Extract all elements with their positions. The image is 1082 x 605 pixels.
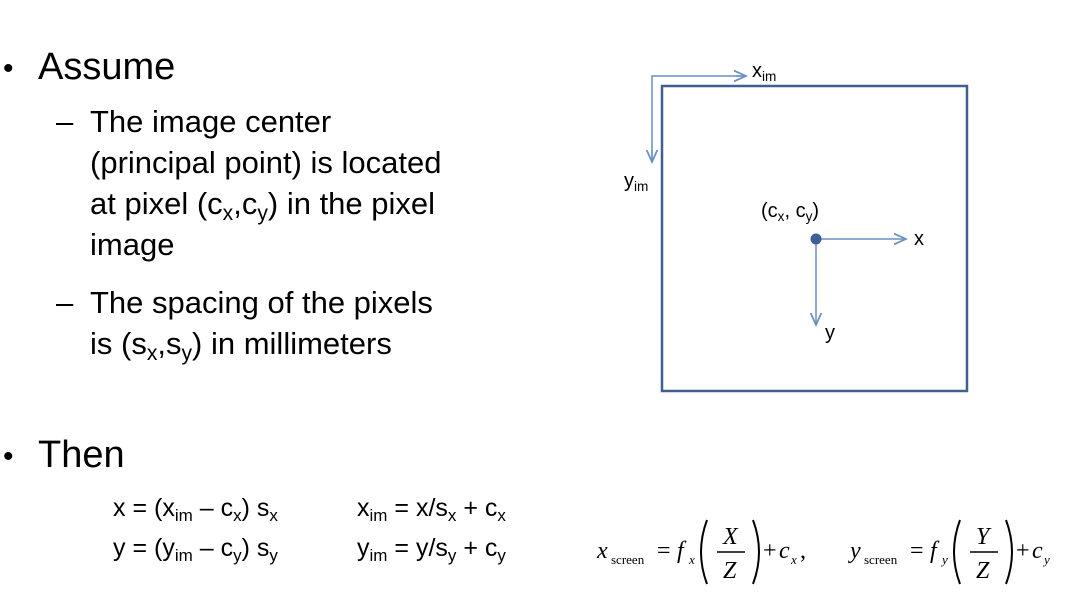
- x-screen-c-sub: x: [790, 552, 797, 567]
- equation-x-im: xim = x/sx + cx: [357, 494, 506, 525]
- x-screen-sub: screen: [611, 552, 645, 567]
- bullet-dot: •: [3, 52, 14, 85]
- principal-point-label: (cx, cy): [761, 200, 820, 224]
- item2-line1: The spacing of the pixels: [90, 285, 433, 320]
- x-screen-den: Z: [723, 558, 737, 584]
- y-axis-label: y: [825, 322, 835, 344]
- y-screen-sub: screen: [864, 552, 898, 567]
- y-screen-var: y: [848, 538, 861, 564]
- svg-text:=: =: [657, 538, 671, 564]
- y-screen-num: Y: [976, 524, 992, 550]
- dash: –: [56, 285, 74, 320]
- x-im-axis-arrow: [651, 75, 745, 160]
- equation-y: y = (yim – cy) sy: [113, 534, 278, 565]
- equation-y-im: yim = y/sy + cy: [357, 534, 506, 565]
- bullet-dot: •: [3, 440, 14, 473]
- equation-y-screen: y screen = f y Y Z + c y: [848, 519, 1050, 585]
- x-screen-f-sub: x: [688, 552, 695, 567]
- y-screen-f-sub: y: [940, 552, 948, 567]
- assume-item-2: – The spacing of the pixels is (sx,sy) i…: [56, 282, 576, 364]
- assume-item-1: – The image center (principal point) is …: [56, 101, 576, 265]
- y-screen-den: Z: [976, 558, 990, 584]
- x-screen-f: f: [677, 538, 687, 564]
- x-screen-var: x: [596, 538, 608, 564]
- equation-x: x = (xim – cx) sx: [113, 494, 278, 525]
- equation-x-screen: x screen = f x X Z + c x ,: [596, 519, 806, 585]
- item1-line1: The image center: [90, 104, 332, 139]
- item2-line2: is (sx,sy) in millimeters: [90, 326, 392, 365]
- dash: –: [56, 104, 74, 139]
- x-im-label: xim: [752, 60, 777, 84]
- item1-line4: image: [90, 227, 175, 262]
- svg-text:,: ,: [800, 538, 806, 564]
- item1-line2: (principal point) is located: [90, 145, 442, 180]
- then-heading: Then: [38, 434, 125, 476]
- x-screen-num: X: [722, 524, 739, 550]
- svg-text:+: +: [1016, 538, 1030, 564]
- y-screen-c-sub: y: [1042, 552, 1050, 567]
- principal-point: [810, 233, 822, 245]
- y-screen-f: f: [930, 538, 940, 564]
- x-axis-label: x: [914, 228, 924, 250]
- svg-text:+: +: [763, 538, 777, 564]
- pixel-image-diagram: [600, 50, 969, 393]
- image-frame: [660, 84, 969, 393]
- item1-line3: at pixel (cx,cy) in the pixel: [90, 186, 436, 225]
- assume-heading: Assume: [38, 46, 176, 88]
- x-screen-c: c: [779, 538, 790, 564]
- y-im-label: yim: [624, 170, 649, 194]
- y-screen-c: c: [1032, 538, 1043, 564]
- svg-text:=: =: [910, 538, 924, 564]
